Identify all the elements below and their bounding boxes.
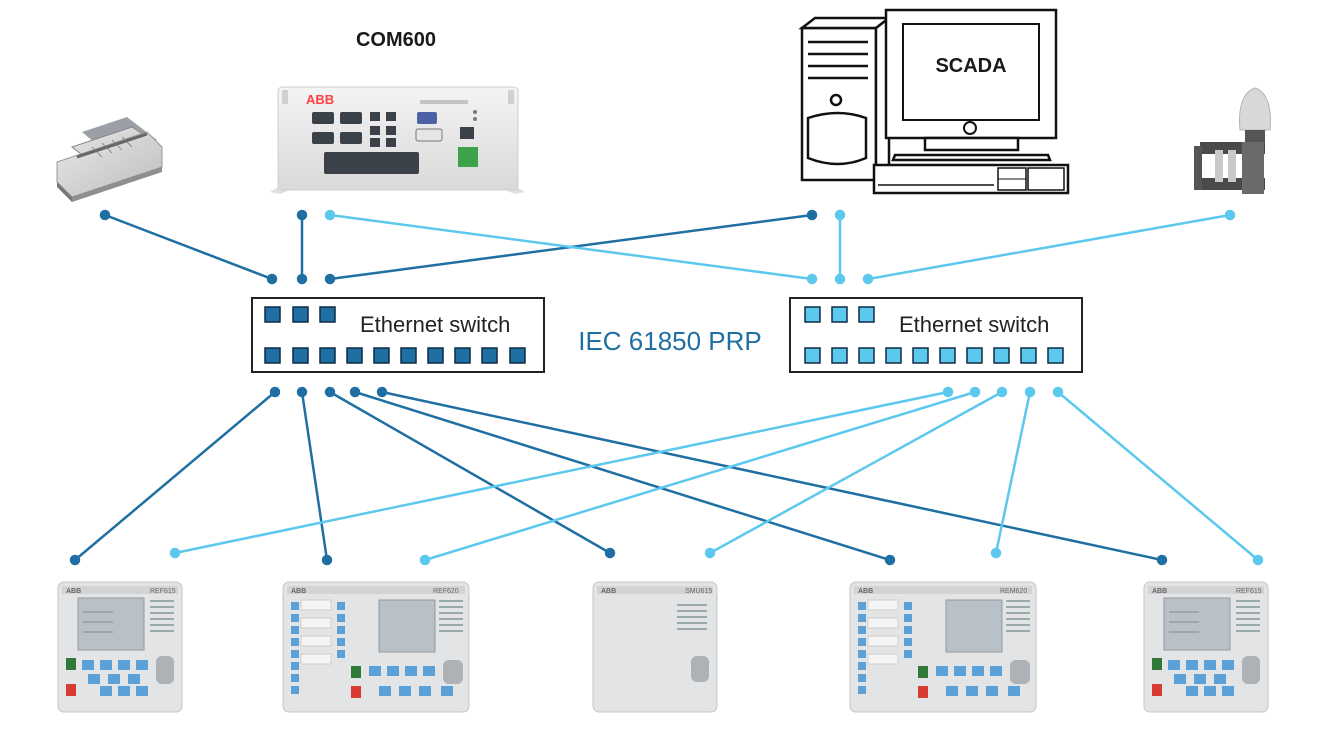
svg-text:ABB: ABB	[858, 588, 873, 595]
ied-device-smu615: ABB SMU615	[592, 581, 718, 713]
gps-antenna-icon	[1194, 87, 1271, 194]
svg-text:ABB: ABB	[291, 588, 306, 595]
ethernet-switch-a: Ethernet switch	[251, 297, 545, 373]
protocol-label: IEC 61850 PRP	[578, 326, 762, 356]
ied-device-ref615-right: ABB REF615	[1143, 581, 1269, 713]
svg-text:REF615: REF615	[150, 588, 176, 595]
svg-text:ABB: ABB	[306, 92, 334, 107]
connection-lines	[69, 209, 1264, 566]
svg-text:ABB: ABB	[66, 588, 81, 595]
svg-text:REF620: REF620	[433, 588, 459, 595]
svg-text:REM620: REM620	[1000, 588, 1027, 595]
ied-device-ref615-left: ABB REF615	[57, 581, 183, 713]
ethernet-switch-b: Ethernet switch	[789, 297, 1083, 373]
scada-workstation-icon	[798, 8, 1070, 195]
switch-b-label: Ethernet switch	[899, 312, 1049, 337]
scada-label: SCADA	[935, 55, 1006, 77]
ied-device-ref620: ABB REF620	[282, 581, 470, 713]
switch-a-label: Ethernet switch	[360, 312, 510, 337]
network-a-links	[69, 209, 1168, 566]
svg-text:ABB: ABB	[601, 588, 616, 595]
ied-device-rem620: ABB REM620	[849, 581, 1037, 713]
network-b-links	[169, 209, 1264, 566]
com600-unit-icon: ABB	[270, 86, 525, 194]
printer-icon	[56, 117, 164, 202]
svg-text:SMU615: SMU615	[685, 588, 712, 595]
switch-a-ports	[264, 306, 526, 364]
svg-text:ABB: ABB	[1152, 588, 1167, 595]
svg-text:REF615: REF615	[1236, 588, 1262, 595]
com600-label: COM600	[356, 29, 436, 51]
switch-b-ports	[804, 306, 1064, 364]
